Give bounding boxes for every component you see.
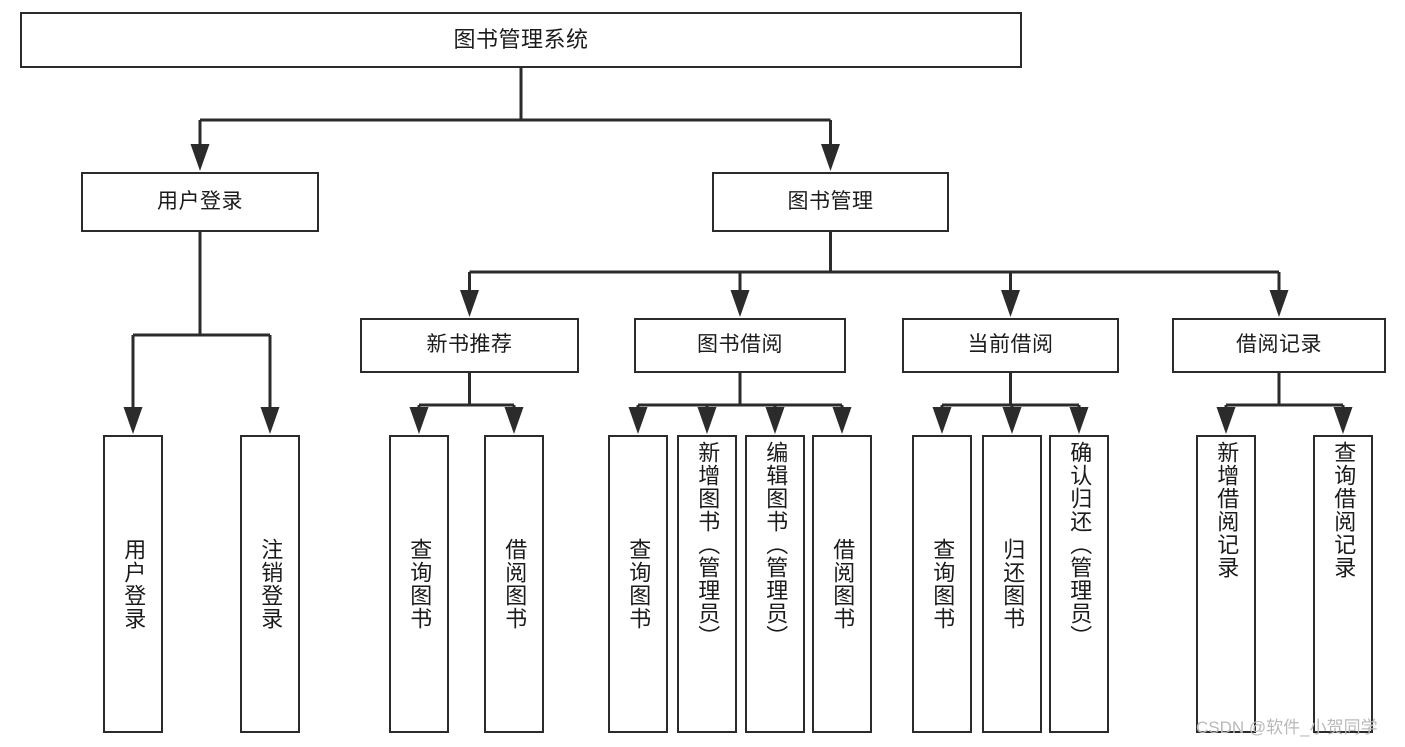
arrowhead bbox=[932, 407, 952, 434]
arrowhead bbox=[1333, 407, 1353, 434]
node-book-manage[interactable]: 图书管理 bbox=[712, 172, 949, 232]
arrowhead bbox=[1001, 290, 1020, 317]
node-new-book-rec[interactable]: 新书推荐 bbox=[360, 318, 579, 373]
arrowhead bbox=[821, 144, 840, 171]
node-label-leaf-logout: 注销登录 bbox=[258, 538, 284, 630]
arrowhead bbox=[260, 407, 280, 434]
arrowhead bbox=[628, 407, 648, 434]
node-label-leaf-edit-book: 编辑图书（管理员） bbox=[763, 441, 789, 648]
node-leaf-query-3[interactable]: 查询图书 bbox=[912, 435, 972, 733]
node-book-borrow[interactable]: 图书借阅 bbox=[634, 318, 846, 373]
node-label-leaf-query-3: 查询图书 bbox=[930, 538, 956, 630]
node-label-user-login: 用户登录 bbox=[157, 189, 243, 213]
node-label-leaf-borrow-1: 借阅图书 bbox=[502, 538, 528, 630]
node-label-leaf-add-rec: 新增借阅记录 bbox=[1214, 441, 1240, 579]
node-borrow-record[interactable]: 借阅记录 bbox=[1172, 318, 1386, 373]
arrowhead bbox=[832, 407, 852, 434]
node-leaf-query-1[interactable]: 查询图书 bbox=[389, 435, 449, 733]
node-user-login[interactable]: 用户登录 bbox=[81, 172, 319, 232]
node-label-leaf-query-rec: 查询借阅记录 bbox=[1331, 441, 1357, 579]
arrowhead bbox=[730, 290, 750, 317]
node-label-leaf-add-book: 新增图书（管理员） bbox=[695, 441, 721, 648]
node-leaf-edit-book[interactable]: 编辑图书（管理员） bbox=[745, 435, 805, 733]
node-label-leaf-return: 归还图书 bbox=[1000, 538, 1026, 630]
node-label-new-book-rec: 新书推荐 bbox=[426, 333, 513, 357]
arrowhead bbox=[123, 407, 143, 434]
node-label-leaf-login: 用户登录 bbox=[121, 538, 147, 630]
node-label-book-borrow: 图书借阅 bbox=[697, 333, 783, 357]
arrowhead bbox=[765, 407, 785, 434]
node-leaf-query-rec[interactable]: 查询借阅记录 bbox=[1313, 435, 1373, 733]
node-label-book-manage: 图书管理 bbox=[787, 189, 874, 213]
node-current-borrow[interactable]: 当前借阅 bbox=[902, 318, 1119, 373]
node-leaf-add-rec[interactable]: 新增借阅记录 bbox=[1196, 435, 1256, 733]
node-label-leaf-query-1: 查询图书 bbox=[407, 538, 433, 630]
arrowhead bbox=[504, 407, 524, 434]
node-label-leaf-query-2: 查询图书 bbox=[626, 538, 652, 630]
arrowhead bbox=[190, 144, 210, 171]
node-leaf-login[interactable]: 用户登录 bbox=[103, 435, 163, 733]
arrowhead bbox=[409, 407, 429, 434]
node-label-current-borrow: 当前借阅 bbox=[967, 333, 1054, 357]
node-root[interactable]: 图书管理系统 bbox=[20, 12, 1022, 68]
node-leaf-confirm[interactable]: 确认归还（管理员） bbox=[1049, 435, 1109, 733]
node-label-leaf-borrow-2: 借阅图书 bbox=[830, 538, 856, 630]
watermark: CSDN @软件_小贺同学 bbox=[1196, 718, 1378, 737]
node-leaf-logout[interactable]: 注销登录 bbox=[240, 435, 300, 733]
arrowhead bbox=[1002, 407, 1022, 434]
arrowhead bbox=[1269, 290, 1289, 317]
node-label-borrow-record: 借阅记录 bbox=[1236, 333, 1322, 357]
arrowhead bbox=[460, 290, 479, 317]
node-label-leaf-confirm: 确认归还（管理员） bbox=[1067, 441, 1093, 648]
node-label-root: 图书管理系统 bbox=[453, 27, 589, 53]
arrowhead bbox=[697, 407, 717, 434]
node-leaf-borrow-1[interactable]: 借阅图书 bbox=[484, 435, 544, 733]
node-leaf-borrow-2[interactable]: 借阅图书 bbox=[812, 435, 872, 733]
node-leaf-query-2[interactable]: 查询图书 bbox=[608, 435, 668, 733]
node-leaf-add-book[interactable]: 新增图书（管理员） bbox=[677, 435, 737, 733]
node-leaf-return[interactable]: 归还图书 bbox=[982, 435, 1042, 733]
arrowhead bbox=[1069, 407, 1089, 434]
arrowhead bbox=[1216, 407, 1236, 434]
